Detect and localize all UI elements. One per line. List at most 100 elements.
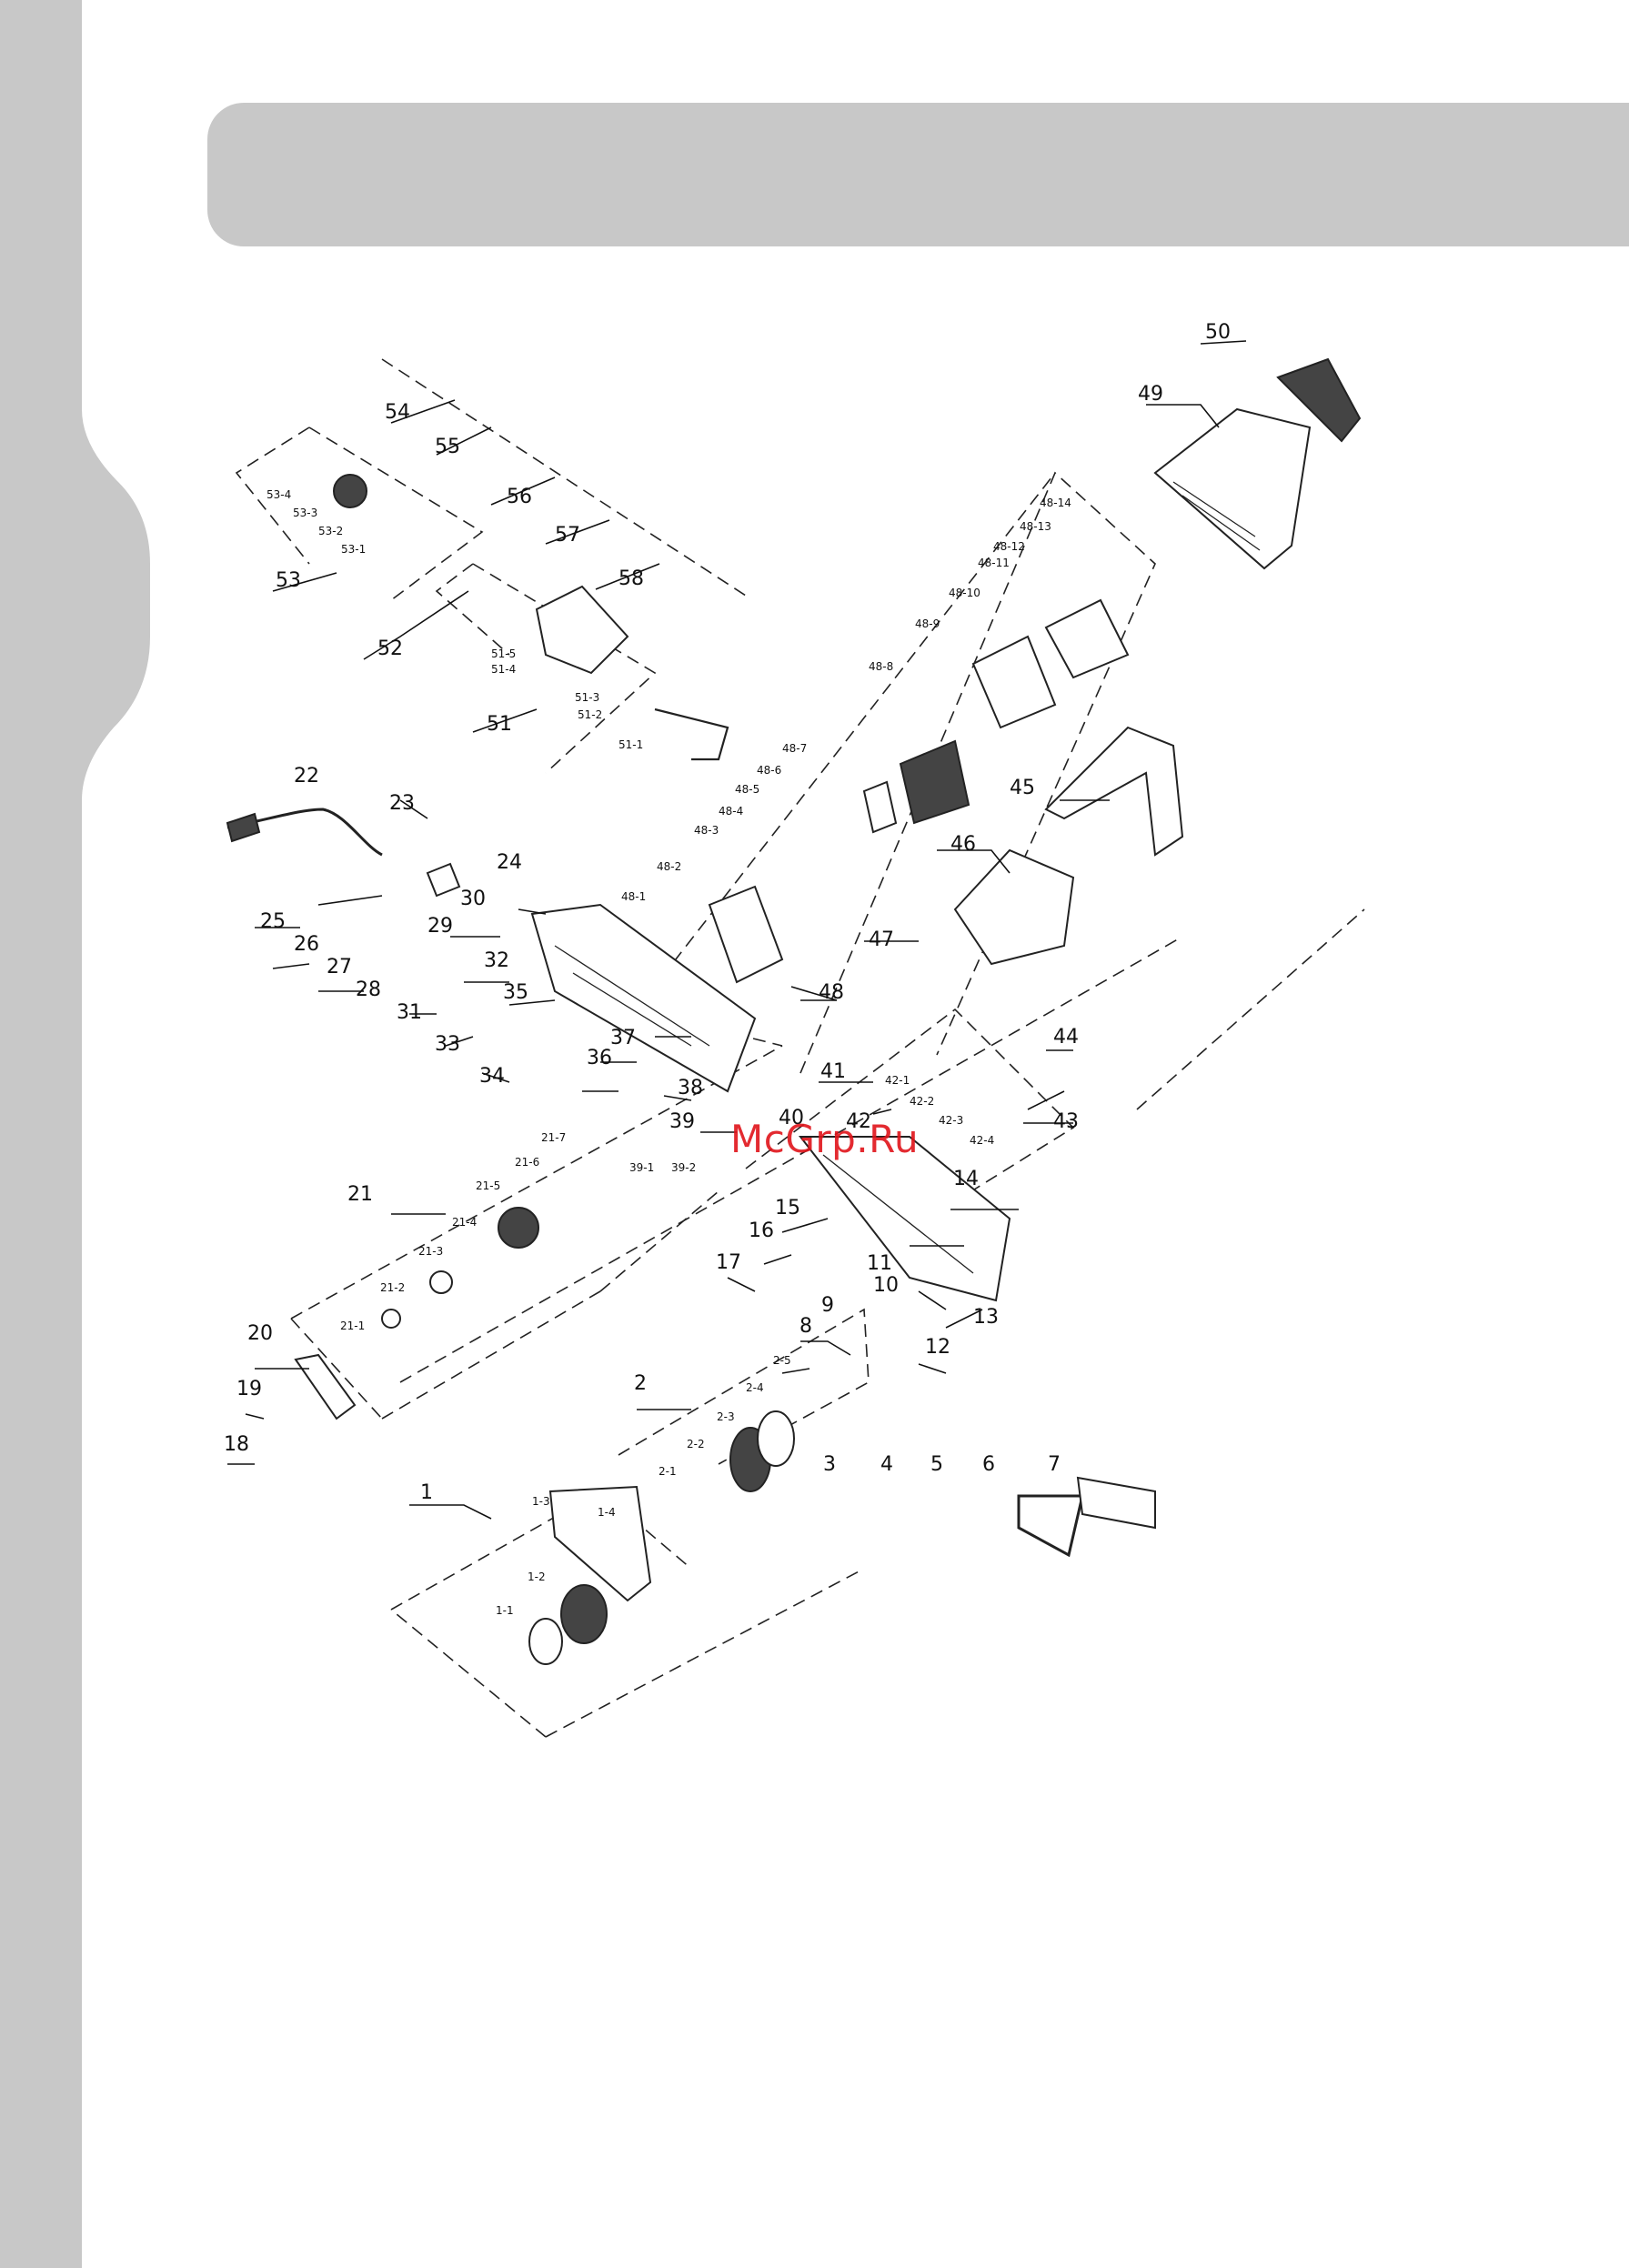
callout-39: 39	[669, 1110, 695, 1133]
callout-14: 14	[953, 1168, 979, 1190]
callout-53-1: 53-1	[341, 543, 366, 556]
callout-9: 9	[821, 1294, 834, 1317]
callout-42: 42	[846, 1110, 871, 1133]
callout-48: 48	[819, 981, 844, 1004]
callout-28: 28	[356, 978, 381, 1001]
callout-50: 50	[1205, 321, 1231, 344]
callout-43: 43	[1053, 1110, 1079, 1133]
callout-2-4: 2-4	[746, 1381, 764, 1394]
callout-53-2: 53-2	[318, 525, 343, 537]
callout-21-2: 21-2	[380, 1281, 405, 1294]
callout-21-1: 21-1	[340, 1320, 365, 1332]
callout-29: 29	[427, 915, 453, 938]
callout-21-4: 21-4	[452, 1216, 477, 1229]
callout-33: 33	[435, 1033, 460, 1056]
callout-1-2: 1-2	[528, 1571, 546, 1583]
sub-callouts: 1-1 1-2 1-3 1-4 2-1 2-2 2-3 2-4 2-5 21-1…	[266, 488, 1071, 1617]
callout-55: 55	[435, 436, 460, 458]
callout-58: 58	[618, 567, 644, 590]
watermark-text: McGrp.Ru	[730, 1117, 920, 1161]
callout-48-11: 48-11	[978, 557, 1010, 569]
callout-56: 56	[507, 486, 532, 508]
callout-26: 26	[294, 933, 319, 956]
callout-39-1: 39-1	[629, 1161, 654, 1174]
callout-21-5: 21-5	[476, 1179, 500, 1192]
callout-42-3: 42-3	[939, 1114, 963, 1127]
callout-7: 7	[1048, 1453, 1061, 1476]
callout-13: 13	[973, 1306, 999, 1329]
callout-45: 45	[1010, 777, 1035, 799]
callout-48-12: 48-12	[993, 540, 1025, 553]
callout-35: 35	[503, 981, 528, 1004]
callout-1-3: 1-3	[532, 1495, 550, 1508]
callout-1-4: 1-4	[598, 1506, 616, 1519]
callout-48-3: 48-3	[694, 824, 719, 837]
part-shapes	[226, 357, 1362, 1665]
callout-2-2: 2-2	[687, 1438, 705, 1450]
callout-37: 37	[610, 1027, 636, 1049]
callout-22: 22	[294, 765, 319, 788]
callout-3: 3	[823, 1453, 836, 1476]
callout-53: 53	[276, 569, 301, 592]
callout-32: 32	[484, 949, 509, 972]
callout-23: 23	[389, 792, 415, 815]
callout-19: 19	[236, 1378, 262, 1400]
callout-48-4: 48-4	[719, 805, 743, 818]
callout-51-4: 51-4	[491, 663, 516, 676]
callout-40: 40	[779, 1107, 804, 1129]
callout-24: 24	[497, 851, 522, 874]
callout-47: 47	[869, 928, 894, 951]
callout-31: 31	[397, 1001, 422, 1024]
callout-11: 11	[867, 1252, 892, 1275]
callout-48-9: 48-9	[915, 617, 940, 630]
callout-8: 8	[799, 1315, 812, 1338]
callout-21: 21	[347, 1183, 373, 1206]
callout-10: 10	[873, 1274, 899, 1297]
callout-44: 44	[1053, 1026, 1079, 1049]
callout-6: 6	[982, 1453, 995, 1476]
callout-53-3: 53-3	[293, 507, 317, 519]
callout-48-10: 48-10	[949, 587, 980, 599]
callout-54: 54	[385, 401, 410, 424]
callout-2: 2	[634, 1372, 647, 1395]
callout-2-1: 2-1	[659, 1465, 677, 1478]
callout-41: 41	[820, 1060, 846, 1083]
callout-51: 51	[487, 713, 512, 736]
major-callouts: 1 2 3 4 5 6 7 8 9 10 11 12 13 14 15 16 1…	[224, 321, 1231, 1504]
callout-15: 15	[775, 1197, 800, 1219]
callout-48-2: 48-2	[657, 860, 681, 873]
callout-48-7: 48-7	[782, 742, 807, 755]
callout-21-7: 21-7	[541, 1131, 566, 1144]
callout-51-1: 51-1	[618, 738, 643, 751]
callout-51-3: 51-3	[575, 691, 599, 704]
callout-39-2: 39-2	[671, 1161, 696, 1174]
header-band	[207, 103, 1629, 246]
callout-18: 18	[224, 1433, 249, 1456]
side-tab-strip	[0, 0, 150, 2268]
callout-2-5: 2-5	[773, 1354, 791, 1367]
callout-2-3: 2-3	[717, 1410, 735, 1423]
callout-34: 34	[479, 1065, 505, 1088]
callout-21-3: 21-3	[418, 1245, 443, 1258]
callout-48-6: 48-6	[757, 764, 781, 777]
callout-57: 57	[555, 524, 580, 547]
callout-46: 46	[950, 833, 976, 856]
dashed-guides	[235, 358, 1365, 1738]
callout-5: 5	[930, 1453, 943, 1476]
callout-51-5: 51-5	[491, 647, 516, 660]
callout-38: 38	[678, 1077, 703, 1099]
callout-48-14: 48-14	[1040, 497, 1071, 509]
callout-42-1: 42-1	[885, 1074, 910, 1087]
callout-25: 25	[260, 910, 286, 933]
callout-36: 36	[587, 1047, 612, 1069]
callout-42-4: 42-4	[970, 1134, 994, 1147]
callout-1-1: 1-1	[496, 1604, 514, 1617]
callout-12: 12	[925, 1336, 950, 1359]
callout-21-6: 21-6	[515, 1156, 539, 1169]
leader-lines	[227, 340, 1247, 1520]
callout-20: 20	[247, 1322, 273, 1345]
callout-48-5: 48-5	[735, 783, 759, 796]
callout-53-4: 53-4	[266, 488, 291, 501]
callout-42-2: 42-2	[910, 1095, 934, 1108]
